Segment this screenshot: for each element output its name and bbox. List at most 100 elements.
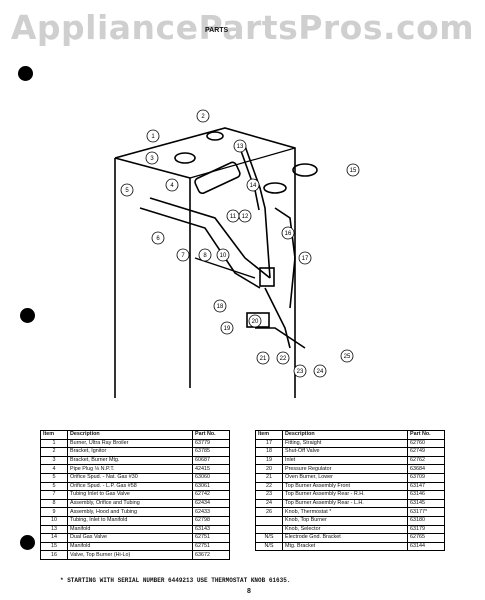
cell-item: 9 bbox=[40, 507, 68, 517]
callout-number: 18 bbox=[217, 304, 224, 310]
cell-item: 2 bbox=[40, 447, 68, 457]
callout-circle bbox=[298, 251, 312, 265]
callout-circle bbox=[176, 248, 190, 262]
cell-item: 26 bbox=[255, 507, 283, 517]
callout-circle bbox=[246, 178, 260, 192]
cell-description: Top Burner Assembly Front bbox=[282, 481, 408, 492]
callout-circle bbox=[276, 351, 290, 365]
cell-part-no: 60687 bbox=[192, 455, 230, 466]
cell-part-no: 63060 bbox=[192, 472, 230, 483]
cell-item: 7 bbox=[40, 490, 68, 500]
callout-number: 12 bbox=[242, 214, 249, 220]
cell-part-no: 62433 bbox=[192, 507, 230, 517]
callout-circle bbox=[198, 248, 212, 262]
cell-item: 14 bbox=[40, 533, 68, 543]
cell-part-no: 63147 bbox=[407, 481, 445, 492]
cell-part-no: 63785 bbox=[192, 447, 230, 457]
binder-hole-bottom bbox=[20, 535, 35, 550]
section-header: PARTS bbox=[205, 27, 229, 34]
cell-part-no: 63061 bbox=[192, 481, 230, 492]
column-header-part-no: Part No. bbox=[407, 430, 445, 440]
cell-part-no: 63709 bbox=[407, 472, 445, 483]
cell-description: Valve, Top Burner (Hi-Lo) bbox=[67, 550, 193, 560]
cell-item: 24 bbox=[255, 498, 283, 509]
callout-circle bbox=[146, 129, 160, 143]
cell-description: Bracket, Burner Mtg. bbox=[67, 455, 193, 466]
cell-part-no: 62798 bbox=[192, 515, 230, 526]
cell-description: Electrode Gnd. Bracket bbox=[282, 533, 408, 543]
cell-description: Bracket, Ignitor bbox=[67, 447, 193, 457]
column-header-item: Item bbox=[40, 430, 68, 440]
cell-item: 13 bbox=[40, 524, 68, 535]
cell-part-no: 62765 bbox=[407, 533, 445, 543]
cell-item: N/S bbox=[255, 541, 283, 552]
callout-circle bbox=[281, 226, 295, 240]
cell-part-no: 63146 bbox=[407, 490, 445, 500]
cell-part-no: 63144 bbox=[407, 541, 445, 552]
cell-description: Pipe Plug ⅛ N.P.T. bbox=[67, 464, 193, 474]
cell-description: Knob, Top Burner bbox=[282, 515, 408, 526]
cell-item: 10 bbox=[40, 515, 68, 526]
cell-part-no: 63177* bbox=[407, 507, 445, 517]
cell-description: Orifice Spud. - Nat. Gas #30 bbox=[67, 472, 193, 483]
cell-description: Manifold bbox=[67, 541, 193, 552]
column-header-part-no: Part No. bbox=[192, 430, 230, 440]
cell-description: Assembly, Orifice and Tubing bbox=[67, 498, 193, 509]
cell-part-no: 62749 bbox=[407, 447, 445, 457]
cell-item: 17 bbox=[255, 438, 283, 449]
cell-item: 19 bbox=[255, 455, 283, 466]
cell-part-no: 63684 bbox=[407, 464, 445, 474]
cell-description: Knob, Selector bbox=[282, 524, 408, 535]
cell-description: Knob, Thermostat * bbox=[282, 507, 408, 517]
callout-circle bbox=[145, 151, 159, 165]
cell-item: 18 bbox=[255, 447, 283, 457]
column-header-description: Description bbox=[67, 430, 193, 440]
callout-circle bbox=[213, 299, 227, 313]
serial-footnote: * STARTING WITH SERIAL NUMBER 6449213 US… bbox=[60, 577, 291, 584]
cell-item: 16 bbox=[40, 550, 68, 560]
cell-item: 1 bbox=[40, 438, 68, 449]
cell-part-no: 63779 bbox=[192, 438, 230, 449]
callout-number: 15 bbox=[350, 168, 357, 174]
callout-circle bbox=[248, 314, 262, 328]
callout-circle bbox=[346, 163, 360, 177]
callout-number: 21 bbox=[260, 356, 267, 362]
cell-description: Shut-Off Valve bbox=[282, 447, 408, 457]
callout-number: 2 bbox=[201, 114, 205, 120]
cell-item: 23 bbox=[255, 490, 283, 500]
binder-hole-top bbox=[18, 66, 33, 81]
callout-number: 23 bbox=[297, 369, 304, 375]
cell-item: 22 bbox=[255, 481, 283, 492]
cell-description: Oven Burner, Lower bbox=[282, 472, 408, 483]
callout-number: 10 bbox=[220, 253, 227, 259]
cell-part-no: 62751 bbox=[192, 533, 230, 543]
cell-description: Top Burner Assembly Rear - L.H. bbox=[282, 498, 408, 509]
cell-description: Dual Gas Valve bbox=[67, 533, 193, 543]
callout-circle bbox=[220, 321, 234, 335]
callout-number: 22 bbox=[280, 356, 287, 362]
cell-description: Inlet bbox=[282, 455, 408, 466]
cell-item bbox=[255, 524, 283, 535]
